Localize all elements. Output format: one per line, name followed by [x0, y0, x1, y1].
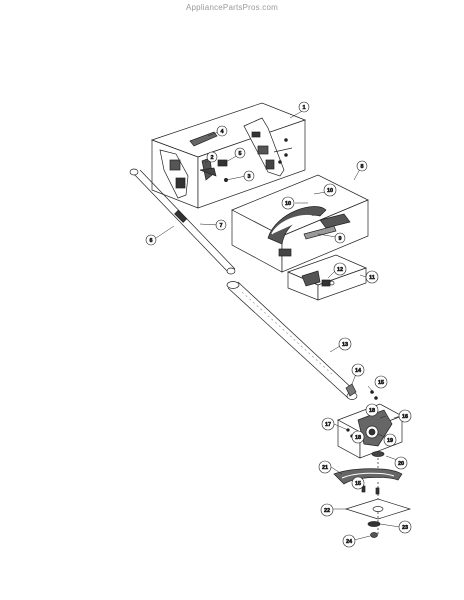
svg-text:1: 1	[302, 105, 305, 111]
svg-text:2: 2	[210, 155, 213, 161]
callout-14: 14	[351, 363, 365, 377]
callout-15a: 15	[374, 375, 388, 389]
svg-text:7: 7	[219, 223, 222, 229]
callout-17: 17	[321, 417, 335, 431]
svg-text:8: 8	[360, 164, 363, 170]
svg-text:22: 22	[324, 508, 330, 514]
handle-housing-part	[243, 117, 293, 177]
svg-text:18: 18	[369, 408, 375, 414]
svg-text:11: 11	[369, 275, 375, 281]
guard-part	[267, 206, 327, 245]
svg-text:4: 4	[220, 129, 224, 135]
svg-text:12: 12	[337, 267, 343, 273]
svg-text:16: 16	[402, 414, 408, 420]
handle-left-half-part	[159, 149, 189, 199]
blade-part	[344, 498, 412, 535]
callout-16: 16	[398, 409, 412, 423]
svg-text:20: 20	[398, 461, 404, 467]
connector-part	[301, 270, 321, 287]
svg-text:9: 9	[338, 236, 341, 242]
svg-text:14: 14	[355, 368, 362, 374]
callout-8: 8	[356, 160, 368, 172]
callout-20: 20	[394, 456, 408, 470]
callout-3: 3	[243, 170, 255, 182]
callout-1: 1	[298, 101, 310, 113]
callout-15b: 15	[351, 476, 365, 490]
svg-text:6: 6	[149, 238, 152, 244]
svg-text:23: 23	[402, 525, 408, 531]
callout-11: 11	[365, 270, 379, 284]
callout-5: 5	[234, 147, 246, 159]
svg-text:10: 10	[327, 188, 333, 194]
svg-text:15: 15	[355, 481, 361, 487]
svg-text:5: 5	[238, 151, 241, 157]
callout-12: 12	[333, 262, 347, 276]
svg-text:15: 15	[378, 380, 384, 386]
callout-22: 22	[320, 503, 334, 517]
svg-text:3: 3	[247, 174, 250, 180]
callout-9: 9	[334, 232, 346, 244]
svg-text:19: 19	[387, 438, 393, 444]
callout-18b: 18	[365, 403, 379, 417]
washer-part	[367, 521, 381, 527]
callout-18a: 18	[351, 430, 365, 444]
blade-guard-part	[333, 468, 403, 485]
upper-shaft-part	[129, 168, 236, 275]
svg-text:13: 13	[342, 342, 348, 348]
callout-6: 6	[145, 234, 157, 246]
svg-text:17: 17	[325, 422, 331, 428]
svg-text:21: 21	[322, 465, 328, 471]
callout-23: 23	[398, 520, 412, 534]
trigger-part	[189, 131, 218, 147]
lower-shaft-part	[226, 281, 358, 400]
guard-flap-part	[319, 213, 351, 229]
callout-21: 21	[318, 460, 332, 474]
callout-10b: 10	[323, 183, 337, 197]
callout-10a: 10	[281, 196, 295, 210]
callout-2: 2	[206, 151, 218, 163]
callout-4: 4	[216, 125, 228, 137]
callout-13: 13	[338, 337, 352, 351]
svg-text:18: 18	[355, 435, 361, 441]
svg-text:10: 10	[285, 201, 291, 207]
svg-text:24: 24	[346, 539, 353, 545]
callout-7: 7	[215, 219, 227, 231]
site-watermark: AppliancePartsPros.com	[186, 3, 278, 12]
callout-24: 24	[342, 534, 356, 548]
callout-19: 19	[383, 433, 397, 447]
nut-part	[370, 532, 378, 538]
